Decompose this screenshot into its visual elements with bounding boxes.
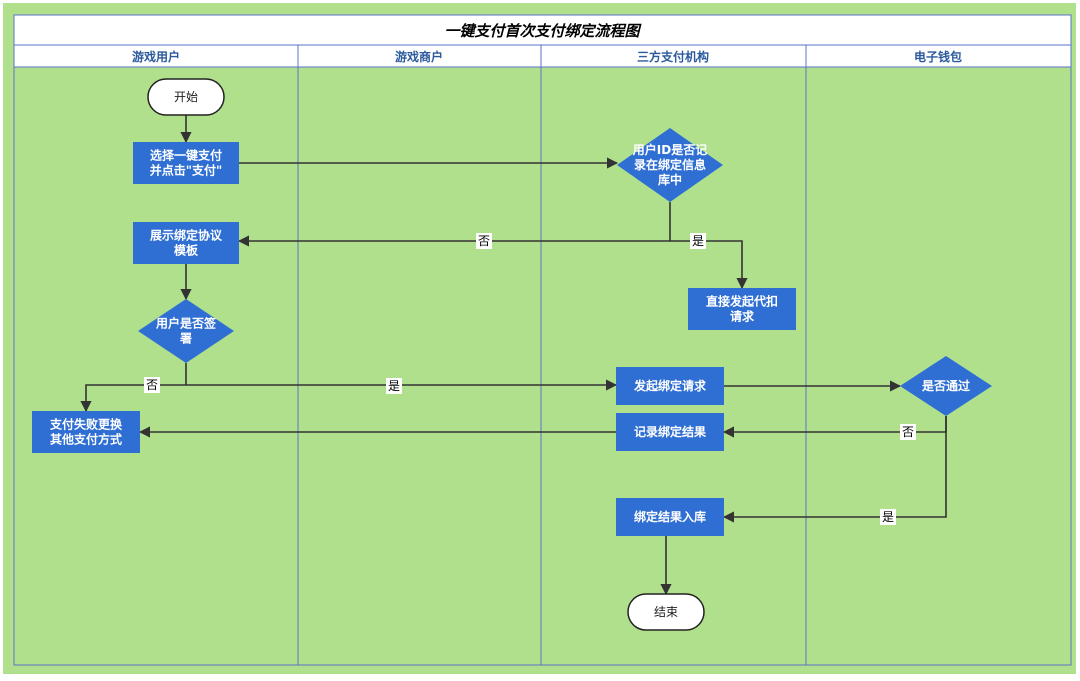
edge-label-bg: [880, 509, 896, 525]
process-node-send_bind: [616, 367, 724, 405]
decision-node-check_bound: [617, 128, 723, 202]
edge-label-e3: 否: [478, 234, 490, 248]
terminal-node-end: [627, 593, 705, 631]
edge-label-e11: 是: [882, 510, 894, 524]
node-label-send_bind: 发起绑定请求: [633, 378, 707, 393]
process-node-show_template: [133, 222, 239, 264]
decision-node-passed: [900, 356, 992, 416]
node-label-passed: 是否通过: [921, 378, 970, 393]
lane-label-merchant: 游戏商户: [395, 49, 443, 64]
title-bar: [13, 14, 1072, 46]
edge-label-bg: [690, 233, 706, 249]
node-label-select_pay: 选择一键支付并点击"支付": [150, 148, 223, 178]
node-label-end: 结束: [654, 605, 678, 619]
node-label-pay_fail: 支付失败更换其他支付方式: [49, 417, 123, 447]
node-label-direct_debit: 直接发起代扣请求: [706, 294, 778, 324]
node-label-user_signed: 用户是否签署: [155, 316, 217, 346]
node-label-record_result: 记录绑定结果: [634, 424, 706, 439]
process-node-record_result: [616, 413, 724, 451]
node-label-store_result: 绑定结果入库: [634, 509, 706, 524]
node-label-start: 开始: [174, 90, 198, 104]
process-node-pay_fail: [32, 411, 140, 453]
process-node-store_result: [616, 498, 724, 536]
edge-label-e7: 是: [388, 379, 400, 393]
lane-label-thirdparty: 三方支付机构: [637, 49, 709, 64]
lane-label-user: 游戏用户: [132, 49, 180, 64]
process-node-direct_debit: [688, 288, 796, 330]
lane-body-wallet: [805, 66, 1072, 666]
diagram-title: 一键支付首次支付绑定流程图: [444, 22, 642, 40]
edge-label-bg: [900, 424, 916, 440]
node-label-check_bound: 用户ID是否记录在绑定信息库中: [632, 142, 707, 187]
edge-label-bg: [386, 378, 402, 394]
edge-label-bg: [476, 233, 492, 249]
edge-label-e9: 否: [902, 425, 914, 439]
lane-label-wallet: 电子钱包: [914, 49, 962, 64]
edge-user_signed-to-pay_fail: [80, 363, 187, 413]
edge-passed-to-store_result: [722, 416, 947, 523]
edge-label-bg: [144, 377, 160, 393]
terminal-node-start: [147, 78, 225, 116]
edge-label-e4: 是: [692, 234, 704, 248]
edge-label-e6: 否: [146, 378, 158, 392]
edge-label-layer: 否是否是否是: [144, 233, 916, 525]
process-node-select_pay: [133, 142, 239, 184]
node-label-show_template: 展示绑定协议模板: [150, 228, 223, 258]
decision-node-user_signed: [138, 299, 234, 363]
